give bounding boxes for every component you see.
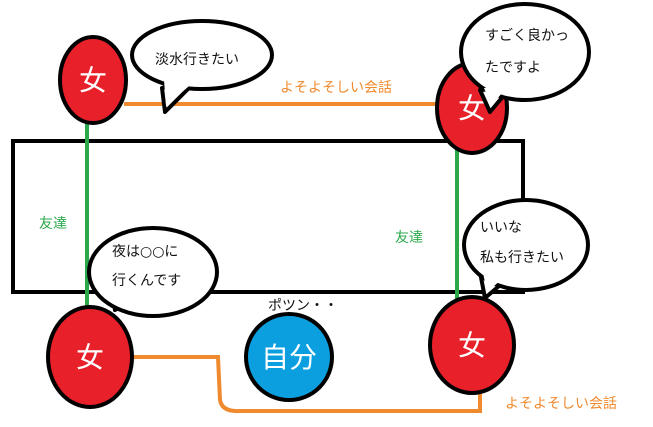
woman-bottom-right: 女	[428, 295, 516, 395]
distant-line-bottom	[130, 355, 482, 414]
bubble-text: 行くんです	[112, 273, 181, 289]
bubble-text: 私も行きたい	[480, 250, 564, 266]
friend-label-left: 友達	[39, 216, 67, 232]
svg-text:女: 女	[79, 64, 107, 97]
friend-label-right: 友達	[395, 230, 423, 246]
self-node: 自分	[244, 312, 334, 402]
distant-label-top: よそよそしい会話	[280, 79, 392, 96]
speech-bubble-top-left: 淡水行きたい	[130, 19, 274, 114]
bubble-text: いいな	[480, 220, 522, 236]
svg-text:女: 女	[458, 329, 486, 362]
bubble-text: たですよ	[485, 60, 541, 76]
bubble-text: 夜は○○に	[112, 244, 178, 260]
bubble-text: 淡水行きたい	[155, 52, 239, 68]
distant-label-bottom: よそよそしい会話	[505, 395, 617, 412]
bubble-text: すごく良かっ	[485, 28, 569, 44]
svg-text:女: 女	[76, 341, 104, 374]
woman-top-left: 女	[58, 35, 128, 125]
woman-bottom-left: 女	[46, 305, 134, 409]
speech-bubble-bottom-right: いいな 私も行きたい	[462, 198, 590, 300]
svg-text:自分: 自分	[261, 341, 317, 374]
speech-bubble-bottom-left: 夜は○○に 行くんです	[87, 226, 219, 318]
speech-bubble-top-right: すごく良かっ たですよ	[459, 2, 591, 114]
alone-label: ポツン・・	[268, 298, 338, 314]
